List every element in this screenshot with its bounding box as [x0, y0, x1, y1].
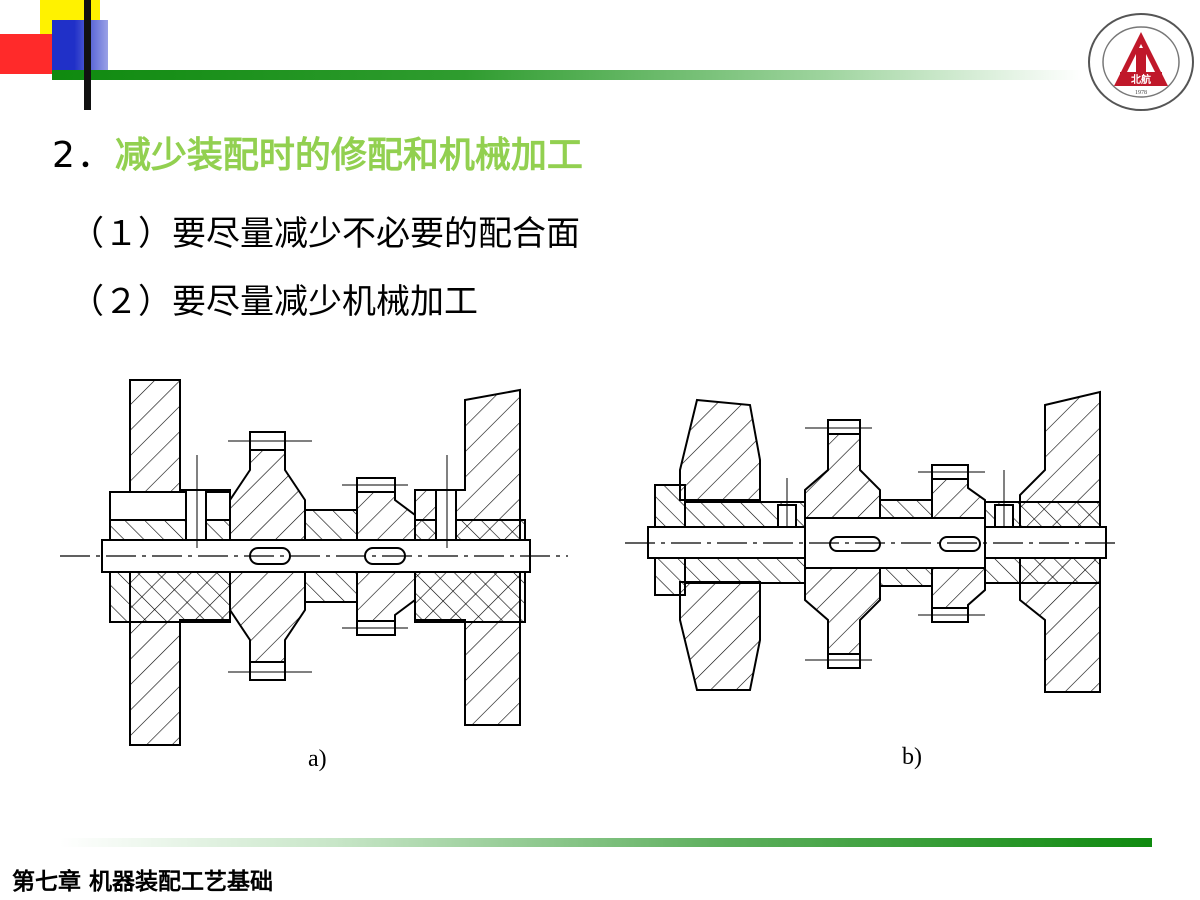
list-item-1: （１）要尽量减少不必要的配合面 [70, 214, 580, 254]
deco-blue-fade [52, 20, 108, 76]
assembly-drawings: a) b) [60, 379, 1120, 772]
drawing-a [60, 379, 568, 746]
caption-b: b) [902, 744, 922, 770]
logo-center-text: 北航 [1131, 73, 1151, 86]
top-rule [52, 70, 1082, 80]
bottom-rule [60, 838, 1152, 847]
heading-text: 减少装配时的修配和机械加工 [114, 135, 583, 176]
footer-chapter: 第七章 机器装配工艺基础 [12, 869, 274, 895]
caption-a: a) [308, 746, 327, 772]
drawing-b [625, 390, 1120, 693]
university-seal-icon: 北航 1978 [1088, 13, 1194, 111]
deco-red-square [0, 34, 60, 74]
logo-year: 1978 [1135, 90, 1147, 96]
list-item-2: （２）要尽量减少机械加工 [70, 282, 478, 322]
slide-heading: 2．减少装配时的修配和机械加工 [52, 126, 583, 178]
deco-vertical-bar [84, 0, 91, 110]
heading-number: 2． [52, 135, 115, 176]
